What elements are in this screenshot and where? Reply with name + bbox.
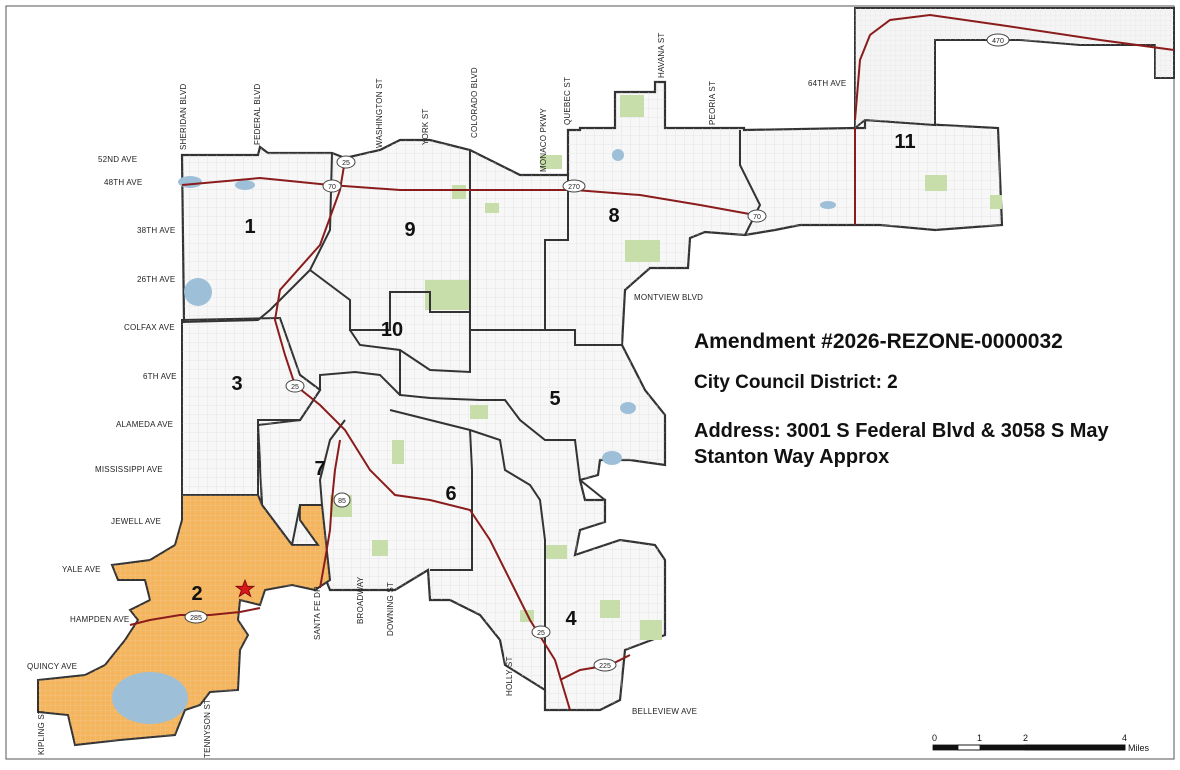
highway-shield-25c: 25 bbox=[531, 625, 551, 639]
highway-shield-270: 270 bbox=[562, 179, 586, 193]
star-icon bbox=[234, 578, 256, 598]
highways bbox=[129, 13, 1175, 711]
district-label-7: 7 bbox=[314, 458, 325, 480]
street-label-tennyson-st: TENNYSON ST bbox=[203, 699, 212, 758]
highway-shield-25b: 25 bbox=[285, 379, 305, 393]
street-label-holly-st: HOLLY ST bbox=[505, 656, 514, 696]
highway-shield-285: 285 bbox=[184, 610, 208, 624]
svg-text:25: 25 bbox=[291, 384, 299, 391]
street-label-colfax-ave: COLFAX AVE bbox=[124, 323, 175, 332]
street-label-federal-blvd: FEDERAL BLVD bbox=[253, 83, 262, 145]
scale-bar: 0 1 2 4 Miles bbox=[932, 733, 1150, 753]
svg-text:470: 470 bbox=[992, 38, 1004, 45]
highway-shields: 25 70 270 70 25 85 285 25 225 470 bbox=[184, 33, 1010, 672]
highway-shield-470: 470 bbox=[986, 33, 1010, 47]
street-label-washington-st: WASHINGTON ST bbox=[375, 78, 384, 148]
district-label-8: 8 bbox=[608, 205, 619, 227]
district-label-6: 6 bbox=[445, 483, 456, 505]
street-labels-ew: 52ND AVE 48TH AVE 38TH AVE 26TH AVE COLF… bbox=[27, 79, 846, 716]
district-boundaries bbox=[181, 128, 856, 690]
street-label-64th-ave: 64TH AVE bbox=[808, 79, 846, 88]
district-label-5: 5 bbox=[549, 388, 560, 410]
district-label-2: 2 bbox=[191, 583, 202, 605]
street-label-santa-fe-dr: SANTA FE DR bbox=[313, 586, 322, 640]
street-label-belleview-ave: BELLEVIEW AVE bbox=[632, 707, 697, 716]
street-label-quincy-ave: QUINCY AVE bbox=[27, 662, 77, 671]
street-label-mississippi-ave: MISSISSIPPI AVE bbox=[95, 465, 163, 474]
street-label-kipling-st: KIPLING ST bbox=[37, 709, 46, 755]
street-label-jewell-ave: JEWELL AVE bbox=[111, 517, 161, 526]
svg-text:25: 25 bbox=[342, 160, 350, 167]
street-label-monaco-pkwy: MONACO PKWY bbox=[539, 108, 548, 172]
site-address: Address: 3001 S Federal Blvd & 3058 S Ma… bbox=[694, 420, 1109, 468]
street-label-52nd-ave: 52ND AVE bbox=[98, 155, 137, 164]
svg-text:85: 85 bbox=[338, 498, 346, 505]
map-frame bbox=[5, 5, 1175, 760]
district-label-1: 1 bbox=[244, 216, 255, 238]
highway-shield-70: 70 bbox=[322, 179, 342, 193]
district-labels: 1 2 3 4 5 6 7 8 9 10 11 bbox=[191, 131, 915, 630]
street-label-alameda-ave: ALAMEDA AVE bbox=[116, 420, 173, 429]
district-label-9: 9 bbox=[404, 219, 415, 241]
scale-unit: Miles bbox=[1128, 743, 1150, 753]
scale-tick-1: 1 bbox=[977, 733, 982, 743]
district-label-10: 10 bbox=[381, 319, 403, 341]
highway-shield-85: 85 bbox=[333, 492, 351, 508]
street-label-broadway: BROADWAY bbox=[356, 576, 365, 624]
district-label-11: 11 bbox=[894, 131, 915, 153]
svg-text:70: 70 bbox=[753, 214, 761, 221]
highway-shield-70b: 70 bbox=[747, 209, 767, 223]
scale-tick-4: 4 bbox=[1122, 733, 1127, 743]
street-label-havana-st: HAVANA ST bbox=[657, 32, 666, 78]
svg-text:270: 270 bbox=[568, 184, 580, 191]
street-label-yale-ave: YALE AVE bbox=[62, 565, 101, 574]
amendment-title: Amendment #2026-REZONE-0000032 bbox=[694, 330, 1063, 353]
district-label-3: 3 bbox=[231, 373, 242, 395]
svg-text:25: 25 bbox=[537, 630, 545, 637]
city-area bbox=[180, 80, 1004, 712]
street-label-colorado-blvd: COLORADO BLVD bbox=[470, 67, 479, 138]
street-label-26th-ave: 26TH AVE bbox=[137, 275, 175, 284]
svg-text:225: 225 bbox=[599, 663, 611, 670]
water-bodies bbox=[112, 149, 836, 724]
svg-text:70: 70 bbox=[328, 184, 336, 191]
highway-shield-25: 25 bbox=[336, 155, 356, 169]
street-label-quebec-st: QUEBEC ST bbox=[563, 77, 572, 125]
street-label-york-st: YORK ST bbox=[421, 108, 430, 145]
street-label-downing-st: DOWNING ST bbox=[386, 582, 395, 636]
district-label-4: 4 bbox=[565, 608, 577, 630]
street-label-sheridan-blvd: SHERIDAN BLVD bbox=[179, 84, 188, 150]
street-label-38th-ave: 38TH AVE bbox=[137, 226, 175, 235]
street-labels-ns: SHERIDAN BLVD FEDERAL BLVD WASHINGTON ST… bbox=[37, 32, 717, 758]
highway-shield-225: 225 bbox=[593, 658, 617, 672]
street-label-hampden-ave: HAMPDEN AVE bbox=[70, 615, 129, 624]
airport-area bbox=[854, 7, 1175, 131]
council-district: City Council District: 2 bbox=[694, 372, 898, 393]
scale-tick-0: 0 bbox=[932, 733, 937, 743]
svg-text:285: 285 bbox=[190, 615, 202, 622]
street-label-6th-ave: 6TH AVE bbox=[143, 372, 177, 381]
street-label-montview-blvd: MONTVIEW BLVD bbox=[634, 293, 703, 302]
street-label-peoria-st: PEORIA ST bbox=[708, 81, 717, 125]
scale-tick-2: 2 bbox=[1023, 733, 1028, 743]
street-label-48th-ave: 48TH AVE bbox=[104, 178, 142, 187]
